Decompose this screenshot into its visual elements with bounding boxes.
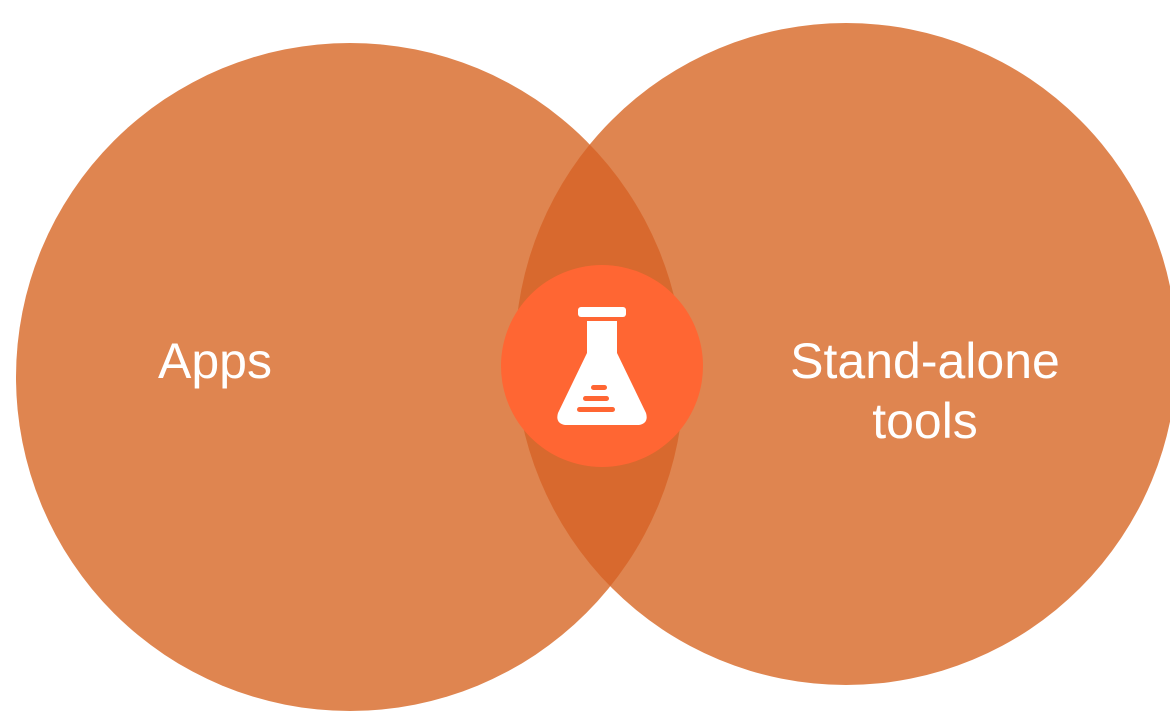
set-label-left: Apps [158, 333, 272, 389]
intersection-badge [501, 265, 703, 467]
set-label-right: Stand-alone tools [760, 331, 1090, 451]
set-label-right-line1: Stand-alone [790, 333, 1060, 389]
flask-icon [557, 307, 647, 425]
set-label-right-line2: tools [872, 393, 978, 449]
set-circle-right [515, 23, 1170, 685]
set-circle-left [16, 43, 684, 711]
